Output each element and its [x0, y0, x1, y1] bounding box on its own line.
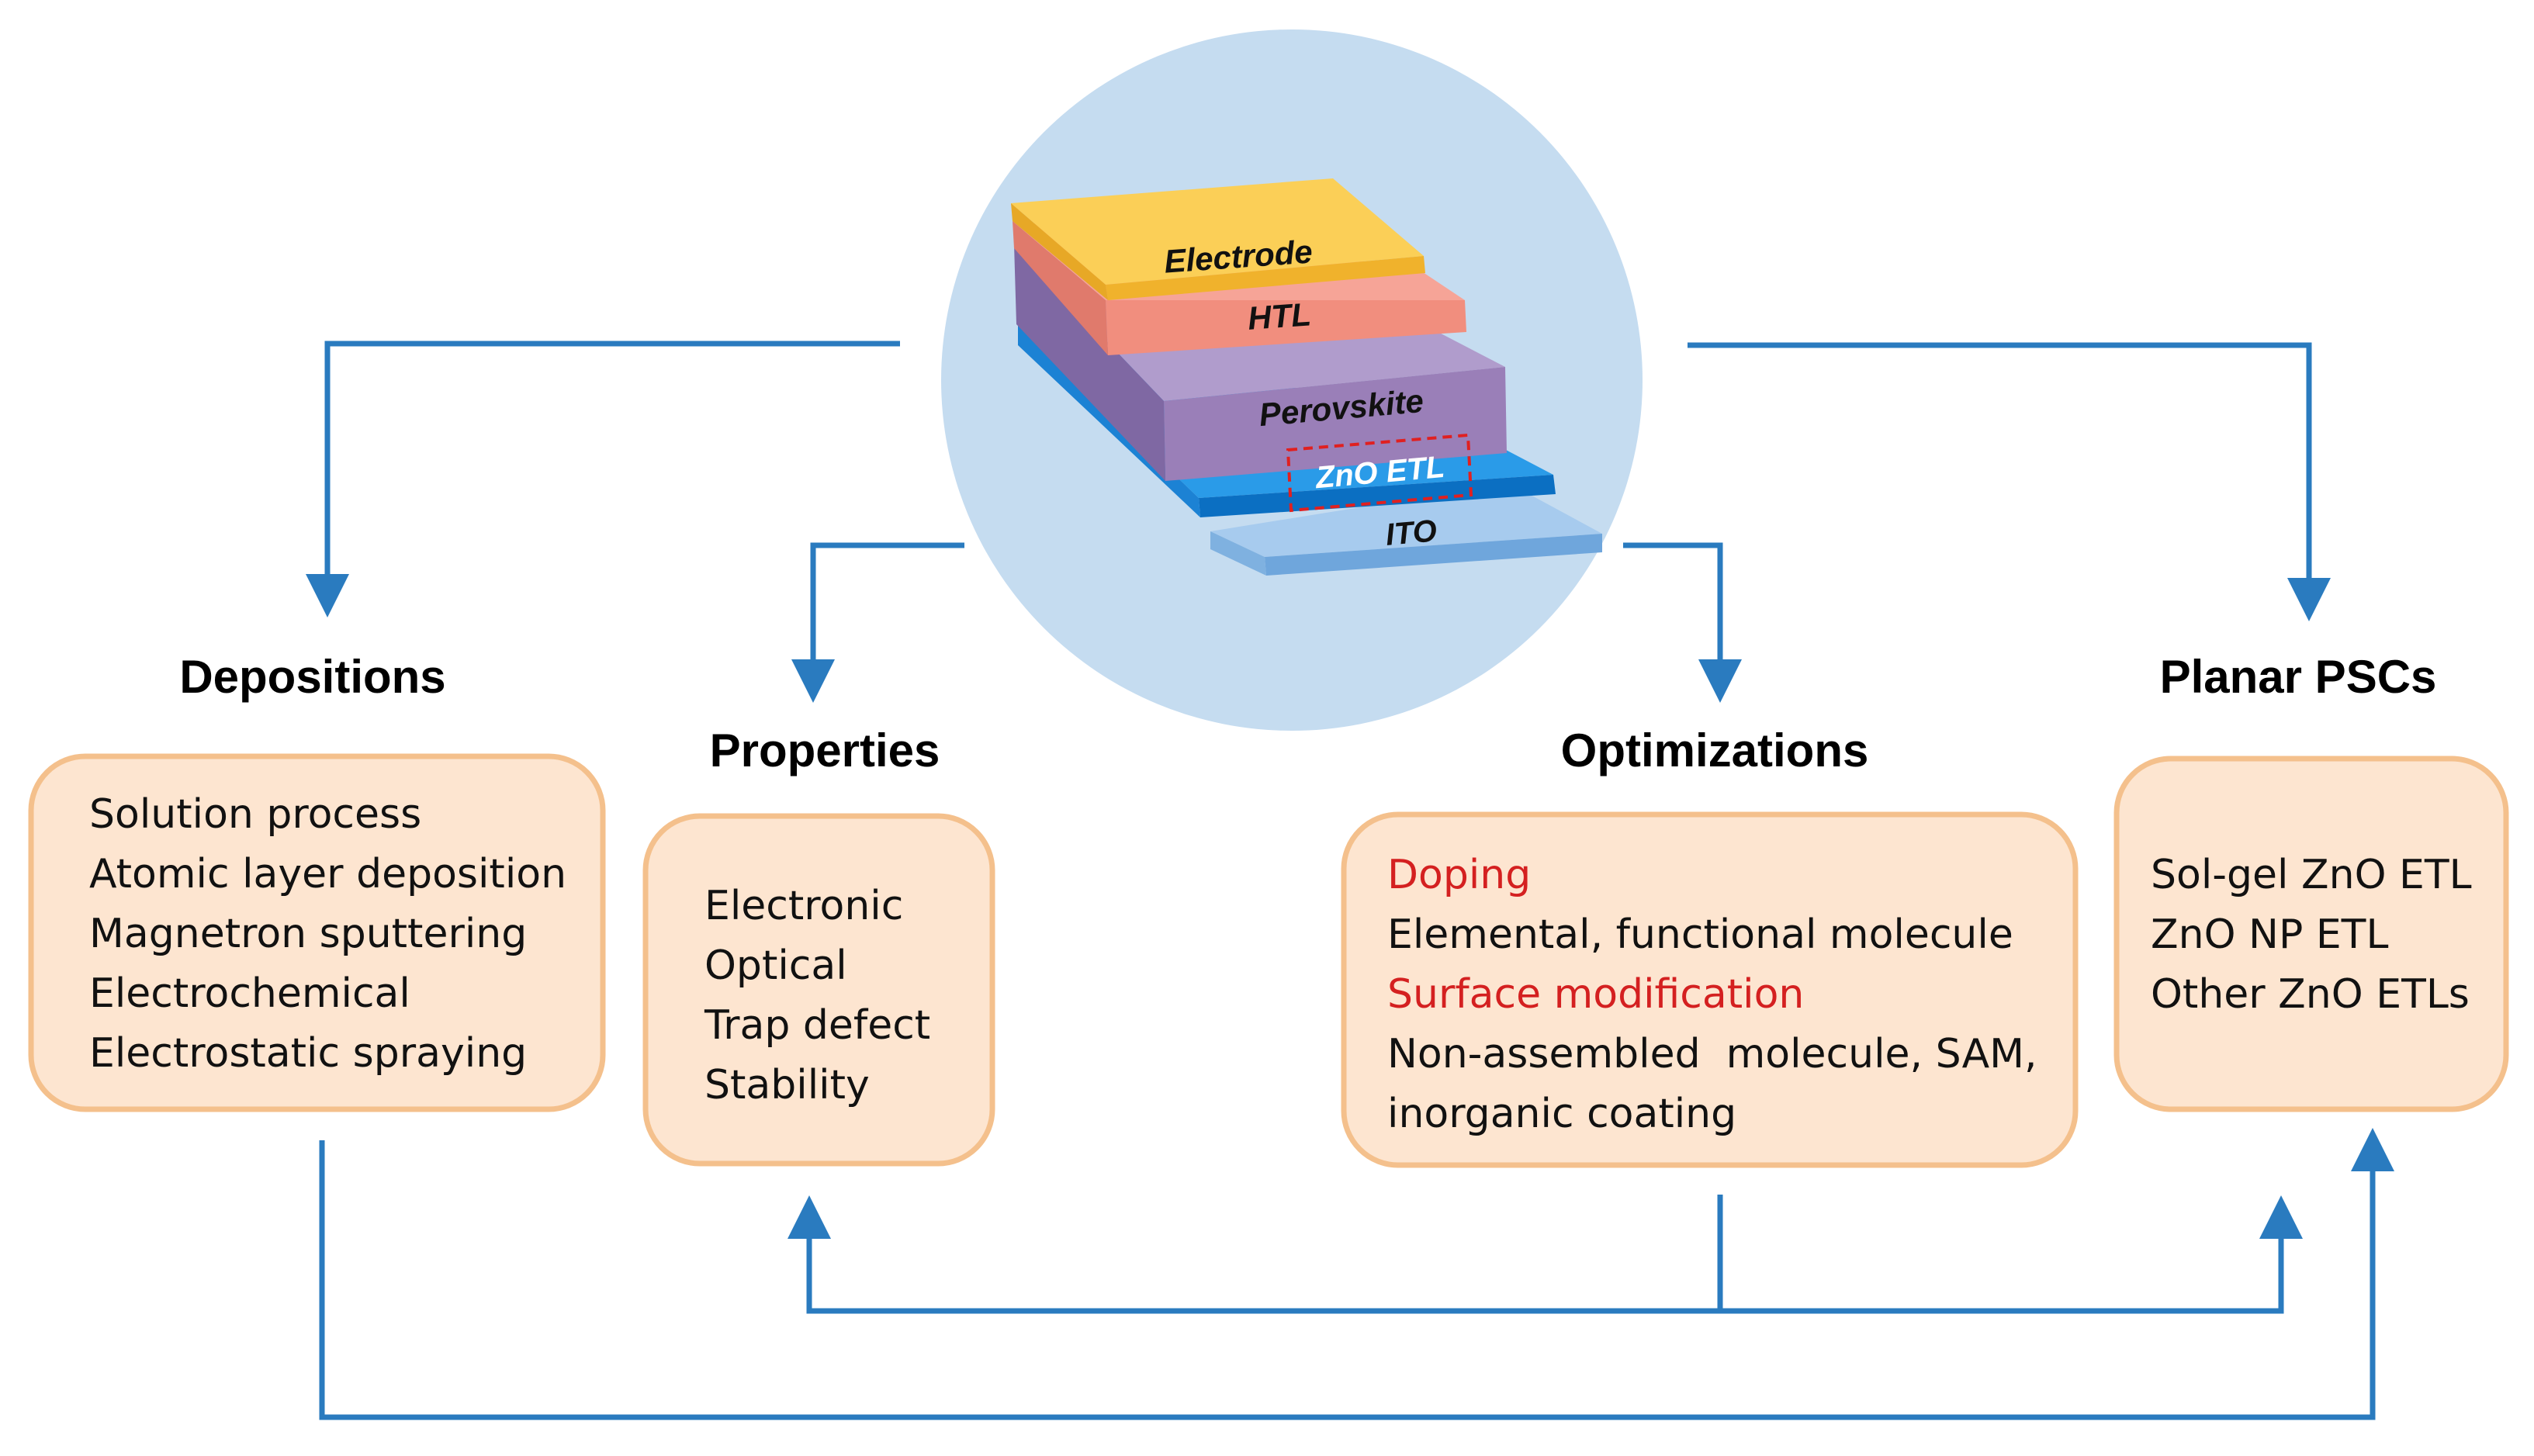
optimizations-list: Doping Elemental, functional molecule Su…	[1387, 852, 2037, 1137]
optimizations-category-surface: Surface modification	[1387, 971, 1804, 1018]
htl-label: HTL	[1247, 296, 1313, 337]
optimizations-box	[1341, 811, 2079, 1168]
optimizations-item: Elemental, functional molecule	[1387, 911, 2013, 958]
ito-label: ITO	[1384, 514, 1438, 552]
arrow-to-planar	[1688, 342, 2331, 621]
properties-item: Optical	[704, 942, 847, 989]
depositions-box	[28, 753, 606, 1112]
arrow-to-properties	[791, 542, 964, 703]
electrode-layer-side	[1011, 203, 1108, 300]
arrow-to-depositions	[306, 341, 900, 617]
depositions-item: Electrostatic spraying	[89, 1030, 527, 1077]
arrow-to-optimizations	[1623, 542, 1742, 703]
arrow-optimizations-to-planar	[1720, 1195, 2303, 1314]
arrow-optimizations-to-properties	[788, 1195, 1723, 1314]
device-stack: Electrode HTL Perovskite ZnO ETL ITO	[1011, 178, 1602, 576]
arrow-depositions-to-planar	[319, 1128, 2394, 1420]
perovskite-layer-side	[1014, 244, 1165, 481]
ito-layer-side	[1210, 531, 1266, 576]
planar-pscs-item: ZnO NP ETL	[2151, 911, 2388, 958]
optimizations-heading: Optimizations	[1561, 725, 1869, 776]
htl-layer-front	[1106, 300, 1466, 355]
planar-pscs-item: Other ZnO ETLs	[2151, 971, 2470, 1018]
properties-heading: Properties	[710, 725, 940, 776]
planar-pscs-list: Sol-gel ZnO ETL ZnO NP ETL Other ZnO ETL…	[2151, 852, 2472, 1018]
ito-layer-front	[1265, 534, 1602, 576]
depositions-list: Solution process Atomic layer deposition…	[89, 791, 566, 1077]
properties-box	[642, 813, 995, 1167]
properties-item: Electronic	[704, 883, 903, 929]
optimizations-category-doping: Doping	[1387, 852, 1531, 898]
electrode-layer-top	[1011, 178, 1424, 285]
optimizations-item: inorganic coating	[1387, 1091, 1736, 1137]
htl-layer-side	[1013, 221, 1108, 355]
ito-layer-top	[1210, 483, 1602, 557]
depositions-item: Magnetron sputtering	[89, 911, 527, 957]
properties-item: Trap defect	[704, 1002, 930, 1049]
zno-layer-front	[1199, 475, 1556, 517]
properties-list: Electronic Optical Trap defect Stability	[704, 883, 930, 1108]
optimizations-item: Non-assembled molecule, SAM,	[1387, 1031, 2037, 1077]
properties-item: Stability	[704, 1062, 870, 1108]
perovskite-layer-front	[1164, 367, 1507, 481]
depositions-item: Solution process	[89, 791, 421, 838]
planar-pscs-box	[2113, 756, 2509, 1112]
electrode-layer-front	[1106, 256, 1425, 300]
zno-highlight-box	[1286, 433, 1473, 513]
planar-pscs-heading: Planar PSCs	[2160, 651, 2437, 703]
depositions-item: Atomic layer deposition	[89, 851, 566, 897]
depositions-item: Electrochemical	[89, 970, 410, 1017]
planar-pscs-item: Sol-gel ZnO ETL	[2151, 852, 2472, 898]
depositions-heading: Depositions	[179, 651, 445, 703]
